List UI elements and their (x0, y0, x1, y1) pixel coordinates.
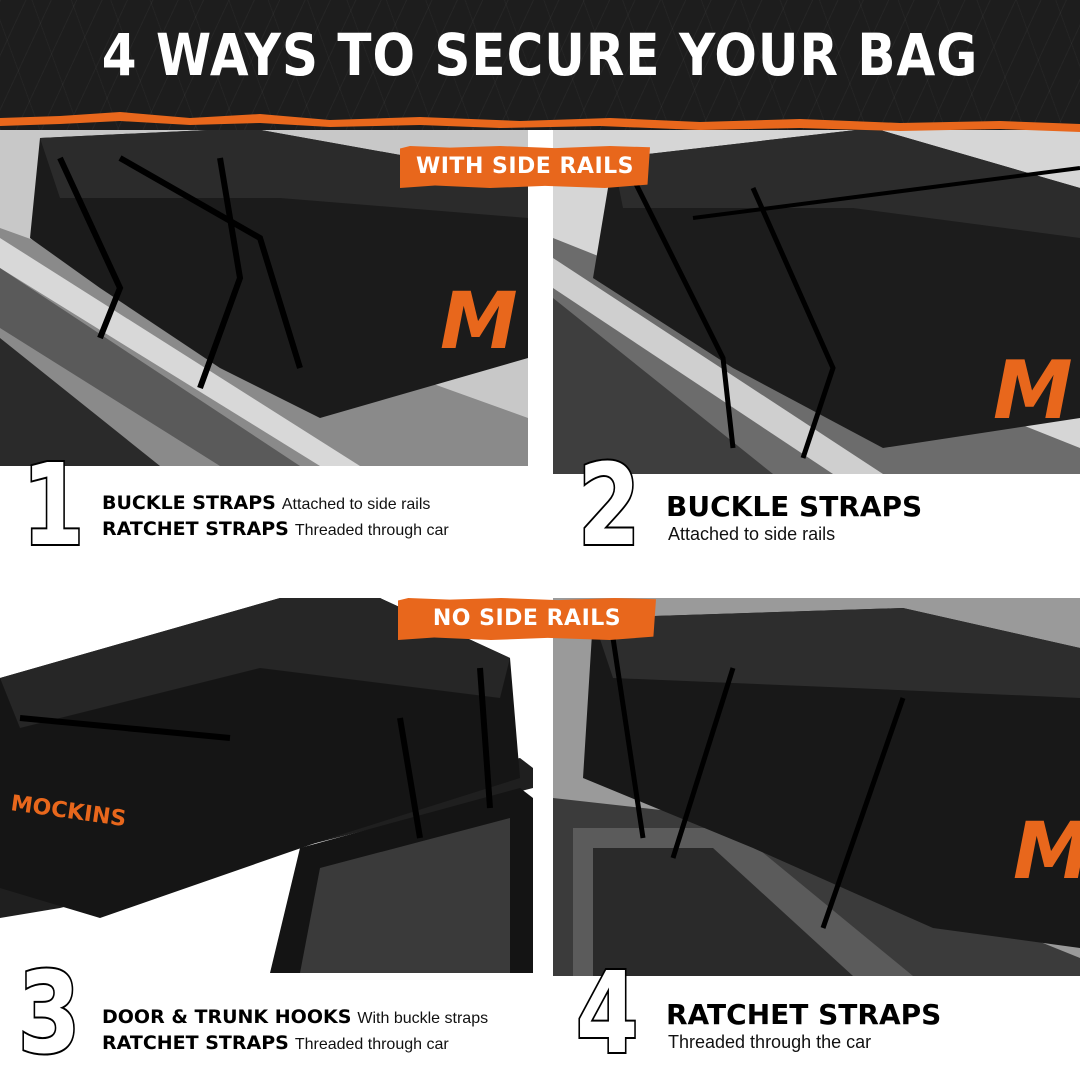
roof-bag-photo-no-rails-3: MOCKINS (0, 588, 533, 973)
page-title: 4 WAYS TO SECURE YOUR BAG (101, 22, 979, 89)
svg-text:M: M (993, 344, 1073, 437)
photo-panel-4: M (553, 598, 1080, 976)
no-side-rails-badge: NO SIDE RAILS (398, 598, 656, 640)
method-3-line-1-title: DOOR & TRUNK HOOKS (102, 1006, 352, 1028)
header-banner: 4 WAYS TO SECURE YOUR BAG (0, 0, 1080, 130)
method-3-line-1-desc: With buckle straps (357, 1010, 489, 1027)
method-2-line-2: Attached to side rails (666, 524, 922, 558)
roof-bag-photo-side-rails-2: M (553, 118, 1080, 474)
method-2-title: BUCKLE STRAPS (666, 490, 923, 523)
method-4-caption: 4 RATCHET STRAPS Threaded through the ca… (574, 949, 941, 1079)
method-3-line-2-desc: Threaded through car (294, 1036, 449, 1053)
photo-panel-3: MOCKINS (0, 588, 533, 973)
method-1-line-1-desc: Attached to side rails (281, 496, 431, 513)
roof-bag-photo-no-rails-4: M (553, 598, 1080, 976)
method-number-2: 2 (576, 441, 642, 571)
method-1-line-2-title: RATCHET STRAPS (102, 518, 289, 540)
method-1-caption: 1 BUCKLE STRAPS Attached to side rails R… (20, 441, 448, 571)
method-number-1: 1 (20, 441, 86, 571)
method-1-line-1-title: BUCKLE STRAPS (102, 492, 276, 514)
with-side-rails-badge: WITH SIDE RAILS (400, 146, 650, 188)
orange-torn-stripe (0, 112, 1080, 132)
method-3-line-1: DOOR & TRUNK HOOKS With buckle straps (102, 1006, 488, 1032)
method-number-4: 4 (574, 949, 640, 1079)
method-4-desc: Threaded through the car (668, 1032, 872, 1052)
method-2-desc: Attached to side rails (668, 524, 836, 544)
method-1-line-2-desc: Threaded through car (294, 522, 449, 539)
method-4-title: RATCHET STRAPS (666, 998, 942, 1031)
method-2-line-1: BUCKLE STRAPS (666, 490, 922, 524)
method-3-line-2-title: RATCHET STRAPS (102, 1032, 289, 1054)
method-2-caption: 2 BUCKLE STRAPS Attached to side rails (576, 441, 922, 571)
method-4-line-2: Threaded through the car (666, 1032, 941, 1066)
method-1-line-1: BUCKLE STRAPS Attached to side rails (102, 492, 449, 518)
method-3-caption: 3 DOOR & TRUNK HOOKS With buckle straps … (16, 949, 488, 1079)
svg-text:M: M (440, 277, 518, 367)
method-number-3: 3 (16, 949, 82, 1079)
method-3-line-2: RATCHET STRAPS Threaded through car (102, 1032, 488, 1058)
photo-panel-2: M (553, 118, 1080, 474)
method-1-line-2: RATCHET STRAPS Threaded through car (102, 518, 449, 544)
method-4-line-1: RATCHET STRAPS (666, 998, 941, 1032)
svg-text:M: M (1013, 807, 1080, 897)
